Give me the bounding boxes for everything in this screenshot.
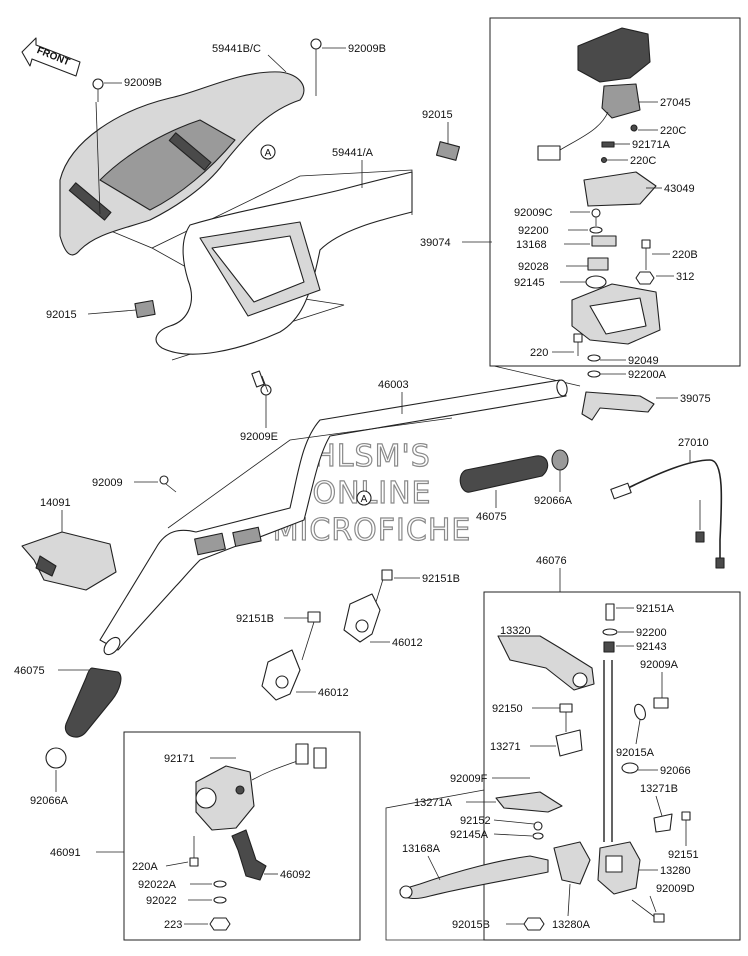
label-13280a: 13280A <box>552 919 591 931</box>
label-13280: 13280 <box>660 865 691 877</box>
label-92066a-a: 92066A <box>30 795 69 807</box>
label-92200-b: 92200 <box>636 627 667 639</box>
label-39074: 39074 <box>420 237 451 249</box>
handlebar-cover-assembly: A <box>59 38 461 396</box>
brake-assembly <box>399 603 691 931</box>
watermark-line-1: HLSM'S <box>313 439 431 474</box>
label-220b: 220B <box>672 249 698 261</box>
switch-assembly <box>189 743 327 931</box>
clamp-46012-upper <box>343 569 393 643</box>
throttle-group-box <box>489 17 741 367</box>
label-92066: 92066 <box>660 765 691 777</box>
label-92009: 92009 <box>92 477 123 489</box>
label-27010: 27010 <box>678 437 709 449</box>
label-220c-a: 220C <box>660 125 686 137</box>
label-220a: 220A <box>132 861 158 873</box>
label-92049: 92049 <box>628 355 659 367</box>
label-92143: 92143 <box>636 641 667 653</box>
label-13168: 13168 <box>516 239 547 251</box>
label-14091: 14091 <box>40 497 71 509</box>
label-92145a: 92145A <box>450 829 489 841</box>
label-92009d: 92009D <box>656 883 695 895</box>
label-220c-b: 220C <box>630 155 656 167</box>
watermark-line-3: MICROFICHE <box>273 513 472 548</box>
cover-14091 <box>21 531 117 591</box>
label-46012-a: 46012 <box>392 637 423 649</box>
label-92200-a: 92200 <box>518 225 549 237</box>
clamp-46012-lower <box>261 611 321 701</box>
label-92009a: 92009A <box>640 659 679 671</box>
label-92028: 92028 <box>518 261 549 273</box>
label-43049: 43049 <box>664 183 695 195</box>
label-92145: 92145 <box>514 277 545 289</box>
label-92022: 92022 <box>146 895 177 907</box>
label-92009b-b: 92009B <box>348 43 386 55</box>
label-13320: 13320 <box>500 625 531 637</box>
screw-92009b-b <box>310 38 322 62</box>
watermark: HLSM'S ONLINE MICROFICHE <box>272 438 472 548</box>
screw-92009c <box>591 208 601 226</box>
cable-27010 <box>610 459 725 569</box>
label-92151: 92151 <box>668 849 699 861</box>
label-92151b-a: 92151B <box>422 573 460 585</box>
switch-group-box <box>123 731 361 941</box>
label-92009c: 92009C <box>514 207 553 219</box>
screw-92009 <box>159 475 177 493</box>
label-92009f: 92009F <box>450 773 488 785</box>
watermark-line-2: ONLINE <box>312 476 431 511</box>
label-220: 220 <box>530 347 548 359</box>
label-312: 312 <box>676 271 694 283</box>
label-46091: 46091 <box>50 847 81 859</box>
label-13271b: 13271B <box>640 783 678 795</box>
label-13168a: 13168A <box>402 843 441 855</box>
label-223: 223 <box>164 919 182 931</box>
screw-92009a <box>634 697 669 721</box>
label-59441bc: 59441B/C <box>212 43 261 55</box>
grip-46075-right <box>459 449 569 493</box>
label-92015-b: 92015 <box>46 309 77 321</box>
label-92015b: 92015B <box>452 919 490 931</box>
label-13271: 13271 <box>490 741 521 753</box>
screw-92009e <box>251 370 272 396</box>
label-46003: 46003 <box>378 379 409 391</box>
label-27045: 27045 <box>660 97 691 109</box>
label-92015-a: 92015 <box>422 109 453 121</box>
label-92171: 92171 <box>164 753 195 765</box>
ref-mark-a-lower: A <box>361 494 368 505</box>
label-92066a-b: 92066A <box>534 495 573 507</box>
label-13271a: 13271A <box>414 797 453 809</box>
label-46075-a: 46075 <box>14 665 45 677</box>
label-46076: 46076 <box>536 555 567 567</box>
label-92009e: 92009E <box>240 431 278 443</box>
label-39075: 39075 <box>680 393 711 405</box>
label-92200a: 92200A <box>628 369 667 381</box>
front-arrow-icon: FRONT <box>21 37 81 77</box>
grip-46075-left <box>45 667 122 769</box>
label-46012-b: 46012 <box>318 687 349 699</box>
throttle-lever-39075 <box>581 391 655 421</box>
brake-group-box <box>483 591 741 941</box>
label-92009b-a: 92009B <box>124 77 162 89</box>
screw-92009b-a <box>92 78 104 102</box>
label-92022a: 92022A <box>138 879 177 891</box>
label-92150: 92150 <box>492 703 523 715</box>
label-92151b-b: 92151B <box>236 613 274 625</box>
ref-mark-a-upper: A <box>265 148 272 159</box>
label-46075-b: 46075 <box>476 511 507 523</box>
label-92015a: 92015A <box>616 747 655 759</box>
label-92152: 92152 <box>460 815 491 827</box>
label-92171a: 92171A <box>632 139 671 151</box>
label-92151a: 92151A <box>636 603 675 615</box>
throttle-assembly <box>537 27 661 378</box>
label-59441a: 59441/A <box>332 147 374 159</box>
label-46092: 46092 <box>280 869 311 881</box>
